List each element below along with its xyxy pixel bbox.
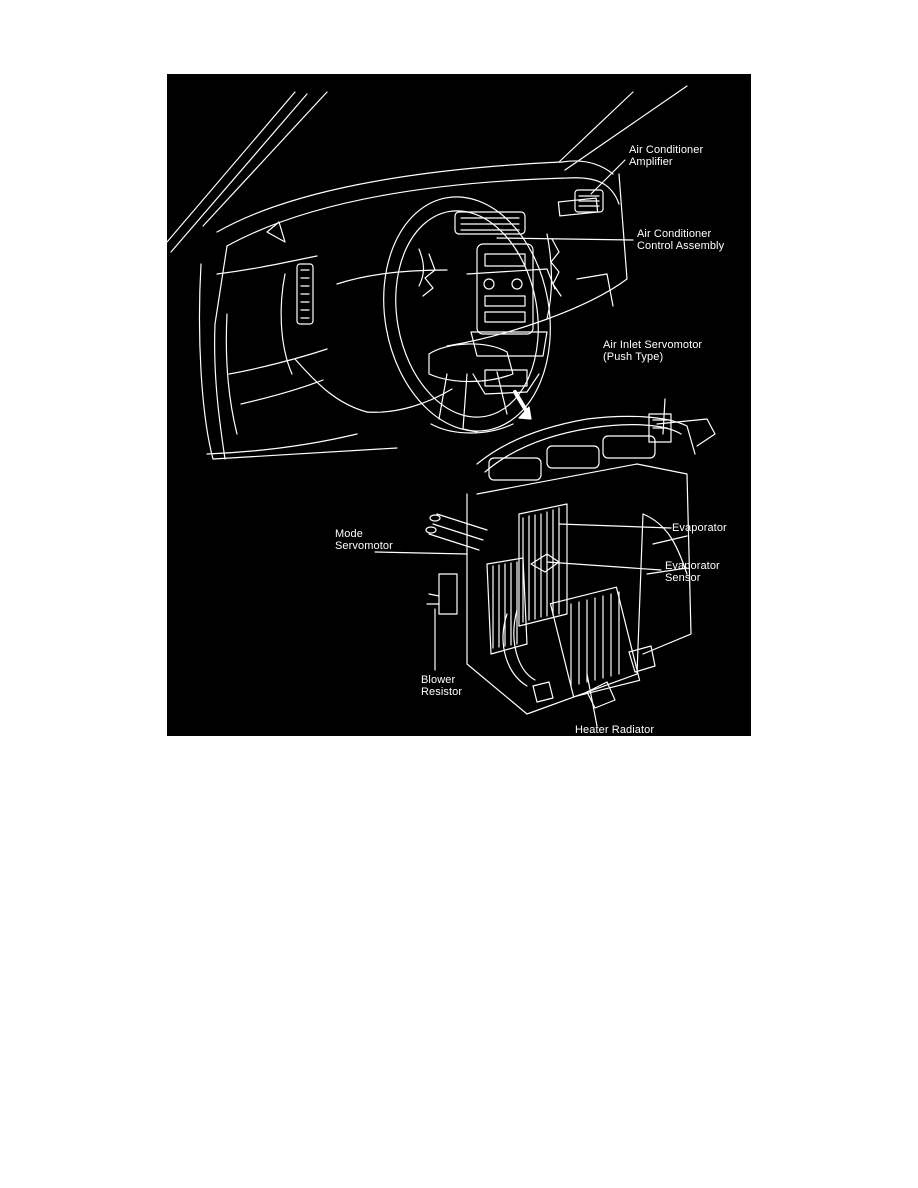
callout-ac-amplifier: Air Conditioner Amplifier: [629, 144, 703, 168]
callout-blower-resistor: Blower Resistor: [421, 674, 462, 698]
callout-evaporator-sensor: Evaporator Sensor: [665, 560, 720, 584]
center-console: [418, 233, 553, 357]
dashboard: [198, 160, 628, 460]
hvac-component-location-diagram: Air Conditioner Amplifier Air Conditione…: [167, 74, 751, 736]
callout-blower-resistor-line2: Resistor: [421, 686, 463, 698]
windshield-frame: [167, 85, 688, 253]
down-arrow: [513, 390, 532, 420]
callout-evaporator: Evaporator: [672, 522, 727, 534]
left-side-vents: [266, 221, 314, 325]
callout-ac-control-assembly: Air Conditioner Control Assembly: [637, 228, 724, 252]
callout-ac-control-assembly-line2: Control Assembly: [637, 240, 725, 252]
callout-heater-radiator-line1: Heater Radiator: [575, 724, 655, 736]
callout-ac-amplifier-line2: Amplifier: [629, 156, 673, 168]
center-vents: [454, 189, 604, 235]
callout-evaporator-sensor-line2: Sensor: [665, 572, 701, 584]
callout-air-inlet-servomotor-line2: (Push Type): [603, 351, 664, 363]
steering-wheel: [383, 196, 551, 434]
callout-evaporator-sensor-line1: Evaporator: [665, 560, 720, 572]
callout-air-inlet-servomotor: Air Inlet Servomotor (Push Type): [603, 339, 702, 363]
callout-evaporator-line1: Evaporator: [672, 522, 727, 534]
callout-mode-servomotor-line2: Servomotor: [335, 540, 393, 552]
diagram-linework: [167, 85, 716, 727]
callout-mode-servomotor-line1: Mode: [335, 528, 363, 540]
callout-ac-control-assembly-line1: Air Conditioner: [637, 228, 712, 240]
steering-column: [472, 369, 540, 395]
hvac-unit: [425, 413, 716, 715]
dash-wiring: [422, 238, 562, 297]
ac-amplifier-box: [557, 197, 599, 217]
callout-blower-resistor-line1: Blower: [421, 674, 456, 686]
callout-heater-radiator: Heater Radiator: [575, 724, 654, 736]
callout-mode-servomotor: Mode Servomotor: [335, 528, 393, 552]
leader-lines: [374, 159, 672, 727]
callout-air-inlet-servomotor-line1: Air Inlet Servomotor: [603, 339, 703, 351]
callout-ac-amplifier-line1: Air Conditioner: [629, 144, 704, 156]
